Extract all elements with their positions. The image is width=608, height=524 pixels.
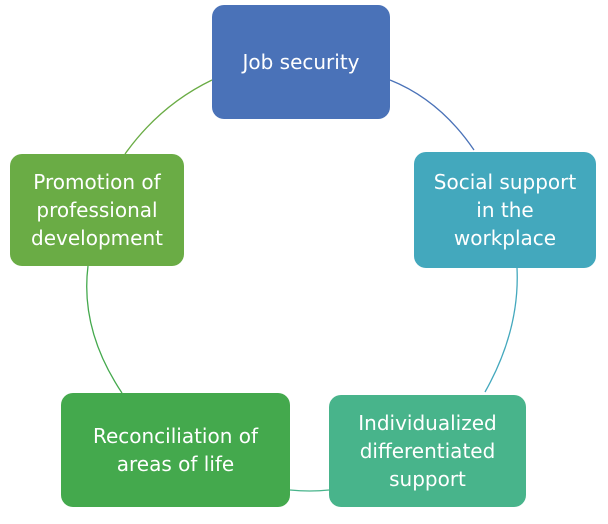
node-job-security-label: Job security [242, 50, 360, 74]
node-social-support-label: Social support in the workplace [433, 170, 577, 250]
node-reconciliation-label: Reconciliation of areas of life [92, 424, 259, 476]
connector-promotion-to-job [124, 79, 213, 155]
node-individualized-support: Individualized differentiated support [329, 395, 526, 507]
node-professional-development-label: Promotion of professional development [31, 170, 163, 250]
node-job-security: Job security [212, 5, 390, 119]
node-individualized-support-label: Individualized differentiated support [358, 411, 497, 491]
connector-individual-to-reconcile [289, 489, 330, 492]
node-reconciliation: Reconciliation of areas of life [61, 393, 290, 507]
node-professional-development: Promotion of professional development [10, 154, 184, 266]
connector-job-to-social [389, 79, 475, 151]
connector-reconcile-to-promotion [86, 265, 123, 394]
connector-social-to-individual [484, 267, 518, 393]
node-social-support: Social support in the workplace [414, 152, 596, 268]
